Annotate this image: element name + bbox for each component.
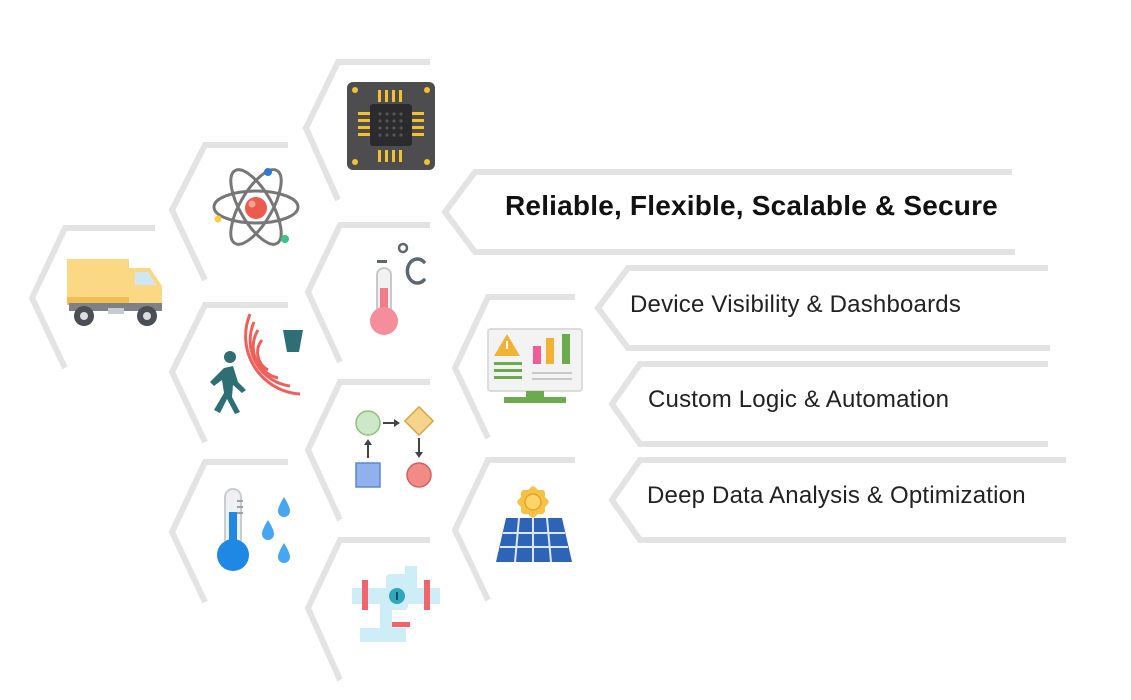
hex-outline-solar <box>451 457 575 602</box>
feature-label-data-analysis: Deep Data Analysis & Optimization <box>647 482 1026 509</box>
delivery-truck-icon <box>67 259 162 326</box>
feature-label-device-visibility: Device Visibility & Dashboards <box>630 291 962 318</box>
hex-outline-chip <box>302 59 430 202</box>
microchip-icon <box>347 82 435 170</box>
banner-outline-headline <box>441 169 1015 255</box>
dashboard-monitor-icon <box>487 328 583 403</box>
atom-icon <box>212 168 300 246</box>
hex-outline-flow <box>304 379 430 522</box>
hex-outline-monitor <box>451 294 575 440</box>
flowchart-icon <box>355 405 435 488</box>
headline-text: Reliable, Flexible, Scalable & Secure <box>505 190 998 221</box>
banner-outline-feature-0 <box>594 265 1050 351</box>
hex-outline-truck <box>28 225 155 370</box>
temperature-humidity-icon <box>217 488 290 571</box>
motion-sensor-icon <box>210 313 303 414</box>
hex-outline-motion <box>168 302 288 444</box>
hex-outline-thermo <box>304 222 430 364</box>
hex-outline-valve <box>304 537 430 682</box>
banner-outline-feature-1 <box>608 361 1048 447</box>
thermometer-celsius-icon <box>370 242 426 335</box>
banner-outline-feature-2 <box>608 457 1066 543</box>
feature-label-custom-logic: Custom Logic & Automation <box>648 386 950 413</box>
hex-outline-atom <box>168 142 288 282</box>
solar-panel-icon <box>496 486 572 563</box>
hex-outline-humidity <box>168 459 288 604</box>
pipe-valve-icon <box>352 566 440 642</box>
